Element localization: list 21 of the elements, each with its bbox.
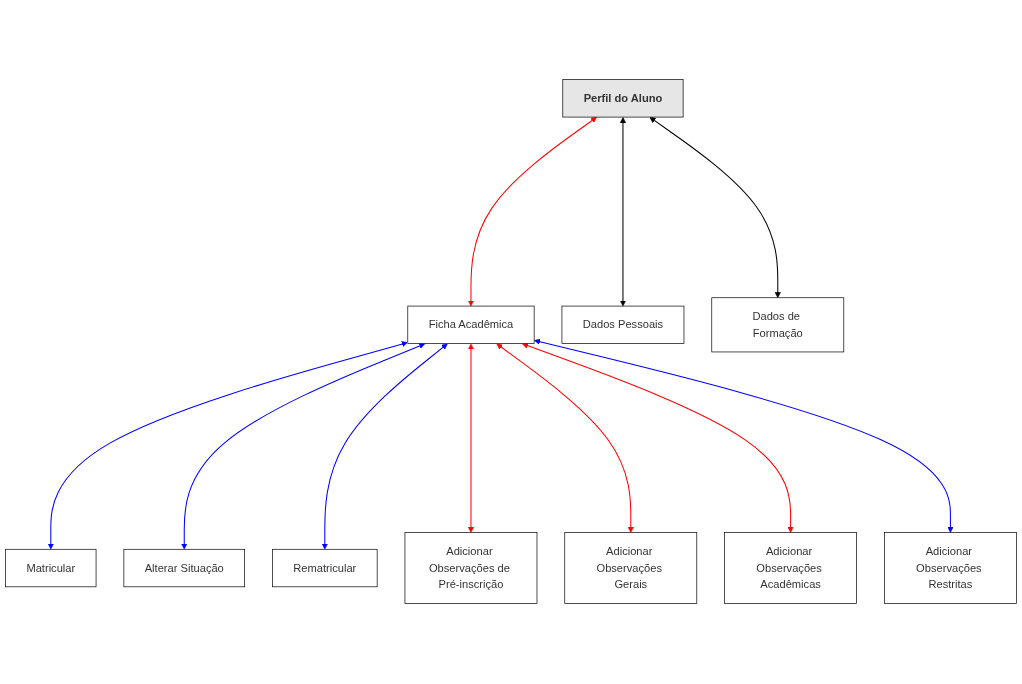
node-box: Adicionar Observações Acadêmicas <box>724 532 857 605</box>
arrow <box>534 339 954 534</box>
node-box: Alterar Situação <box>123 549 245 588</box>
arrow <box>467 344 474 534</box>
arrow <box>619 117 626 307</box>
arrow <box>649 117 781 299</box>
arrow <box>496 343 634 534</box>
node-box: Adicionar Observações Gerais <box>564 532 698 605</box>
arrow <box>181 343 426 551</box>
node-box: Matricular <box>5 549 97 588</box>
node-box: Adicionar Observações de Pré-inscrição <box>404 532 538 605</box>
arrow <box>522 343 794 534</box>
node-box: Adicionar Observações Restritas <box>884 532 1017 605</box>
node-box: Perfil do Aluno <box>562 79 684 118</box>
arrow <box>47 341 408 551</box>
arrow <box>321 343 448 551</box>
node-box: Dados de Formação <box>711 297 845 353</box>
arrow <box>467 117 597 307</box>
node-box: Dados Pessoais <box>561 306 685 345</box>
node-box: Ficha Acadêmica <box>407 306 535 345</box>
node-box: Rematricular <box>272 549 378 588</box>
